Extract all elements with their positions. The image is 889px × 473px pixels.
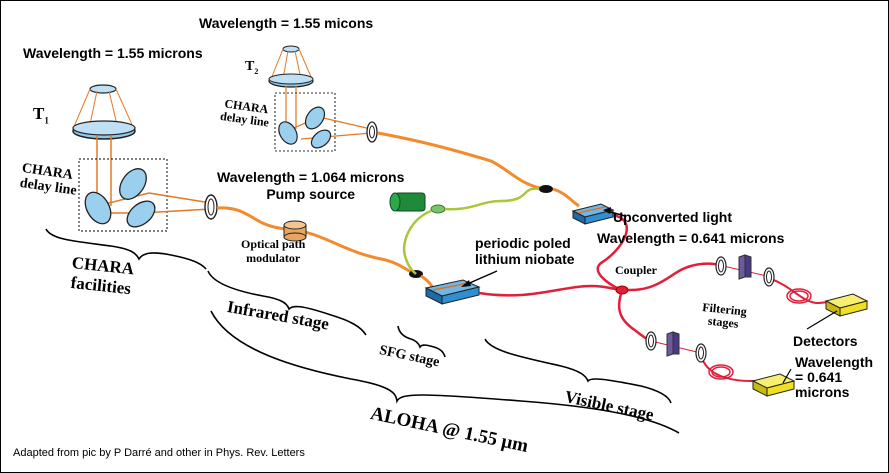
filter-stage-upper xyxy=(715,254,775,287)
detector-upper-icon xyxy=(824,293,869,317)
t1-subscript: 1 xyxy=(44,115,49,126)
opm-line2: modulator xyxy=(246,251,301,265)
credit-caption: Adapted from pic by P Darré and other in… xyxy=(13,447,305,459)
mirror-icon xyxy=(84,191,112,225)
ppln-crystal-2-icon xyxy=(571,203,615,225)
detector-lower-icon xyxy=(751,373,796,397)
t2-text: T xyxy=(245,59,255,74)
t2-subscript: 2 xyxy=(254,66,259,76)
lens-icon xyxy=(695,343,707,363)
optical-path-modulator-label: Optical path modulator xyxy=(241,237,305,265)
pump-wavelength-text: Wavelength = 1.064 microns xyxy=(217,169,405,185)
ppln-crystal-1-icon xyxy=(424,279,481,305)
lens-icon xyxy=(645,331,657,351)
mirror-icon xyxy=(278,121,298,145)
mirror-icon xyxy=(119,168,147,200)
pump-laser-icon xyxy=(389,187,540,275)
opm-line1: Optical path xyxy=(241,237,306,251)
wavelength-t1-label: Wavelength = 1.55 microns xyxy=(23,45,203,61)
pump-source-text: Pump source xyxy=(266,186,356,202)
det-wl-line1: Wavelength xyxy=(795,354,874,370)
lens-icon xyxy=(715,256,727,276)
stage-braces xyxy=(45,228,680,434)
det-wl-line3: microns xyxy=(795,384,850,400)
mirror-icon xyxy=(304,106,326,130)
upconverted-light-label: Upconverted light xyxy=(613,209,733,225)
ppln-line2: lithium niobate xyxy=(475,251,575,267)
lens-2-icon xyxy=(366,121,378,143)
pump-source-label: Wavelength = 1.064 microns Pump source xyxy=(217,169,404,203)
upconverted-wavelength-label: Wavelength = 0.641 microns xyxy=(597,230,785,246)
filter-stage-lower xyxy=(645,331,707,363)
coupler-label: Coupler xyxy=(615,263,657,277)
telescope-t2-icon xyxy=(268,45,314,129)
lens-1-icon xyxy=(204,194,218,220)
telescope-t2-label: T2 xyxy=(245,59,258,76)
detectors-label: Detectors xyxy=(793,333,858,349)
optical-path-modulator-icon xyxy=(283,220,307,242)
detector-wavelength-label: Wavelength = 0.641 microns xyxy=(795,355,873,400)
label-arrows xyxy=(461,207,838,384)
wavelength-t2-label: Wavelength = 1.55 micons xyxy=(199,15,374,31)
telescope-t1-label: T1 xyxy=(33,104,49,125)
ppln-label: periodic poled lithium niobate xyxy=(475,235,575,267)
mirror-icon xyxy=(126,200,156,228)
chara-facilities-label: CHARA facilities xyxy=(69,253,135,299)
det-wl-line2: = 0.641 xyxy=(795,369,843,385)
filter-icon xyxy=(738,254,746,280)
delay-line-1-box xyxy=(78,158,212,232)
delay-line-2-box xyxy=(274,92,372,152)
visible-fibers xyxy=(478,213,837,383)
lens-icon xyxy=(763,267,775,287)
t1-text: T xyxy=(33,104,45,123)
ppln-line1: periodic poled xyxy=(475,235,571,251)
filter-icon xyxy=(666,331,674,357)
mirror-icon xyxy=(310,129,332,149)
filtering-stages-label: Filtering stages xyxy=(700,300,748,332)
